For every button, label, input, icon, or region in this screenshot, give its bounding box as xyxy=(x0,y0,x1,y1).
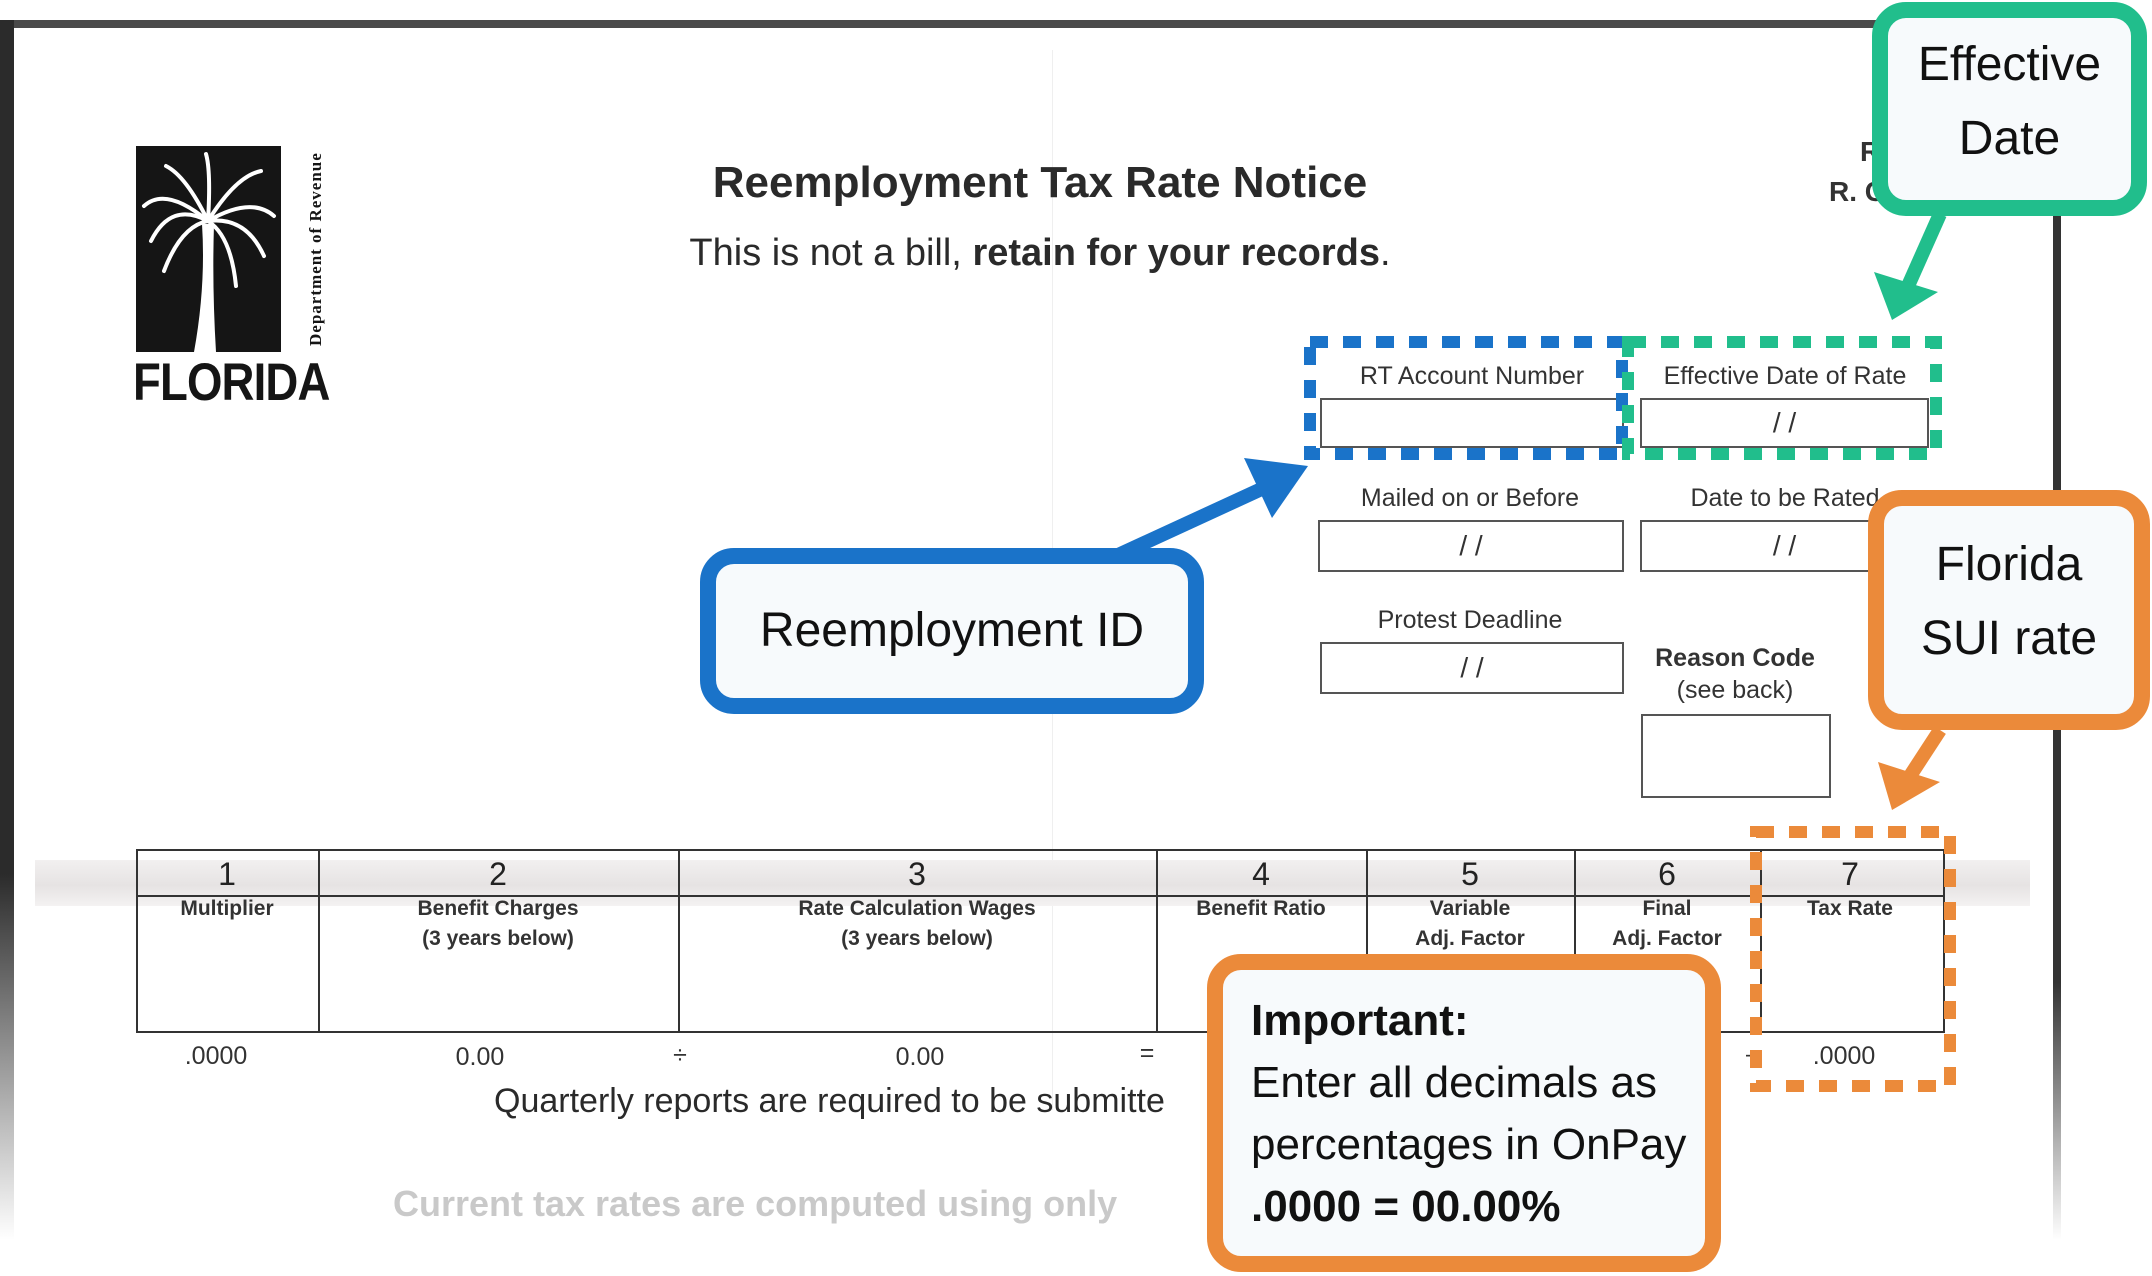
reemployment-id-callout: Reemployment ID xyxy=(700,548,1204,714)
rt-account-highlight xyxy=(1304,336,1628,460)
logo-wordmark: FLORIDA xyxy=(133,353,330,412)
equals-operator: = xyxy=(1139,1039,1155,1067)
col-5-head: Variable xyxy=(1429,897,1511,920)
mailed-label: Mailed on or Before xyxy=(1360,484,1580,512)
important-line-1: Enter all decimals as xyxy=(1251,1058,1657,1107)
col-divider xyxy=(678,851,680,1031)
rt-account-label: RT Account Number xyxy=(1359,362,1585,390)
effective-date-line1: Effective xyxy=(1917,38,2102,91)
effective-date-callout: Effective Date xyxy=(1872,2,2147,216)
current-rates-text: Current tax rates are computed using onl… xyxy=(393,1183,1118,1224)
col-1-number: 1 xyxy=(218,856,236,892)
effective-date-highlight xyxy=(1622,336,1942,460)
quarterly-notice-text: Quarterly reports are required to be sub… xyxy=(494,1082,1165,1120)
col-3-number: 3 xyxy=(908,856,926,892)
divide-operator: ÷ xyxy=(673,1041,687,1069)
important-line-2: percentages in OnPay xyxy=(1251,1120,1687,1169)
col-6-subhead: Adj. Factor xyxy=(1612,927,1722,950)
subtitle-end: . xyxy=(1380,232,1391,274)
col-5-subhead: Adj. Factor xyxy=(1415,927,1525,950)
important-line-3: .0000 = 00.00% xyxy=(1251,1182,1561,1231)
effective-date-label: Effective Date of Rate xyxy=(1663,362,1907,390)
palm-tree-icon xyxy=(136,146,281,352)
subtitle-plain: This is not a bill, xyxy=(689,232,962,274)
scan-smudge-band xyxy=(35,860,2030,906)
col-divider xyxy=(1156,851,1158,1031)
sui-rate-arrow xyxy=(1878,726,1946,810)
reemployment-id-text: Reemployment ID xyxy=(759,604,1145,657)
col-4-number: 4 xyxy=(1252,856,1270,892)
col-divider xyxy=(1366,851,1368,1031)
reason-code-field xyxy=(1641,714,1831,798)
col-2-number: 2 xyxy=(489,856,507,892)
page-left-edge xyxy=(0,20,14,1240)
rt-account-field xyxy=(1320,398,1624,448)
col-3-value: 0.00 xyxy=(895,1043,945,1071)
col-divider xyxy=(1760,851,1762,1031)
notice-title: Reemployment Tax Rate Notice xyxy=(712,158,1368,207)
protest-field: / / xyxy=(1320,642,1624,694)
subtitle-bold: retain for your records xyxy=(972,232,1380,274)
col-2-value: 0.00 xyxy=(455,1043,505,1071)
col-7-head: Tax Rate xyxy=(1807,897,1893,920)
sui-rate-line2: SUI rate xyxy=(1920,612,2098,665)
col-7-value: .0000 xyxy=(1812,1042,1876,1070)
col-2-subhead: (3 years below) xyxy=(422,927,574,950)
reason-code-sublabel: (see back) xyxy=(1676,676,1794,704)
tax-rate-highlight xyxy=(1750,826,1956,1092)
sui-rate-callout: Florida SUI rate xyxy=(1868,490,2150,730)
protest-label: Protest Deadline xyxy=(1377,606,1563,634)
col-2-head: Benefit Charges xyxy=(417,897,579,920)
col-3-subhead: (3 years below) xyxy=(841,927,993,950)
mailed-field: / / xyxy=(1318,520,1624,572)
col-6-number: 6 xyxy=(1658,856,1676,892)
col-5-number: 5 xyxy=(1461,856,1479,892)
reason-code-label: Reason Code xyxy=(1655,644,1815,672)
important-title: Important: xyxy=(1251,996,1469,1045)
col-divider xyxy=(1574,851,1576,1031)
notice-subtitle: This is not a bill, retain for your reco… xyxy=(560,232,1520,275)
effective-date-line2: Date xyxy=(1958,112,2061,165)
important-callout: Important: Enter all decimals as percent… xyxy=(1207,954,1721,1272)
col-1-value: .0000 xyxy=(184,1042,248,1070)
effective-date-arrow xyxy=(1874,211,1947,320)
table-header-rule xyxy=(136,895,1945,897)
col-1-head: Multiplier xyxy=(180,897,274,920)
col-6-head: Final xyxy=(1642,897,1692,920)
date-rated-label: Date to be Rated xyxy=(1690,484,1880,512)
sui-rate-line1: Florida xyxy=(1935,538,2083,591)
col-4-head: Benefit Ratio xyxy=(1196,897,1326,920)
col-divider xyxy=(318,851,320,1031)
reemployment-arrow xyxy=(1113,458,1308,563)
col-3-head: Rate Calculation Wages xyxy=(798,897,1036,920)
col-7-number: 7 xyxy=(1841,856,1859,892)
effective-date-field: / / xyxy=(1640,398,1929,448)
page-top-edge xyxy=(0,20,1895,28)
